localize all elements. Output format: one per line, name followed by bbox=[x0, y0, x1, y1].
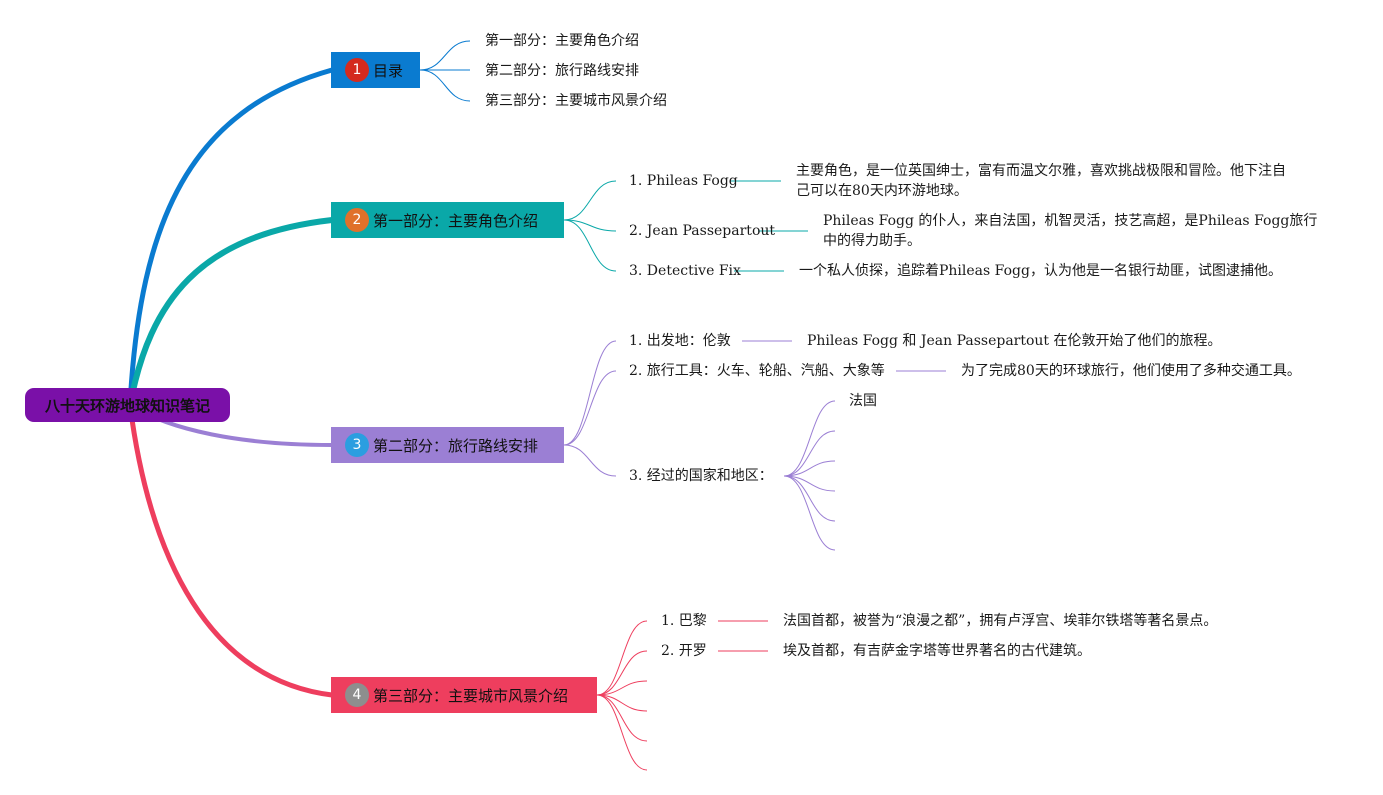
branch-route[interactable]: 3 第二部分：旅行路线安排 bbox=[331, 427, 564, 463]
route-item-1[interactable]: 1. 出发地：伦敦 bbox=[629, 333, 731, 349]
route-desc-2[interactable]: 为了完成80天的环球旅行，他们使用了多种交通工具。 bbox=[961, 363, 1301, 379]
badge-2-icon: 2 bbox=[345, 208, 369, 232]
branch-toc[interactable]: 1 目录 bbox=[331, 52, 420, 88]
toc-item-1[interactable]: 第一部分：主要角色介绍 bbox=[485, 33, 639, 49]
cities-links bbox=[596, 620, 768, 771]
badge-1-icon: 1 bbox=[345, 58, 369, 82]
link-root-cities bbox=[127, 404, 333, 698]
characters-links bbox=[563, 180, 808, 272]
branch-characters[interactable]: 2 第一部分：主要角色介绍 bbox=[331, 202, 564, 238]
toc-item-3[interactable]: 第三部分：主要城市风景介绍 bbox=[485, 93, 667, 109]
branch-cities[interactable]: 4 第三部分：主要城市风景介绍 bbox=[331, 677, 597, 713]
city-name-1[interactable]: 1. 巴黎 bbox=[661, 613, 707, 629]
badge-3-icon: 3 bbox=[345, 433, 369, 457]
country-item-1[interactable]: 法国 bbox=[849, 393, 877, 409]
city-name-2[interactable]: 2. 开罗 bbox=[661, 643, 707, 659]
link-root-characters bbox=[127, 217, 333, 406]
root-node[interactable]: 八十天环游地球知识笔记 bbox=[25, 388, 230, 422]
link-root-toc bbox=[127, 67, 333, 406]
route-links bbox=[563, 340, 946, 551]
branch-cities-label: 第三部分：主要城市风景介绍 bbox=[373, 686, 569, 705]
toc-links bbox=[419, 40, 471, 102]
route-desc-1[interactable]: Phileas Fogg 和 Jean Passepartout 在伦敦开始了他… bbox=[807, 333, 1222, 349]
character-desc-2[interactable]: Phileas Fogg 的仆人，来自法国，机智灵活，技艺高超，是Phileas… bbox=[823, 213, 1318, 249]
route-item-3[interactable]: 3. 经过的国家和地区： bbox=[629, 468, 773, 484]
city-desc-2[interactable]: 埃及首都，有吉萨金字塔等世界著名的古代建筑。 bbox=[783, 643, 1091, 659]
branch-characters-label: 第一部分：主要角色介绍 bbox=[373, 211, 539, 230]
toc-item-2[interactable]: 第二部分：旅行路线安排 bbox=[485, 63, 639, 79]
character-name-2[interactable]: 2. Jean Passepartout bbox=[629, 223, 776, 239]
badge-4-icon: 4 bbox=[345, 683, 369, 707]
character-desc-1[interactable]: 主要角色，是一位英国绅士，富有而温文尔雅，喜欢挑战极限和冒险。他下注自己可以在8… bbox=[796, 163, 1286, 199]
character-desc-3[interactable]: 一个私人侦探，追踪着Phileas Fogg，认为他是一名银行劫匪，试图逮捕他。 bbox=[799, 263, 1282, 279]
branch-toc-label: 目录 bbox=[373, 61, 404, 80]
character-name-3[interactable]: 3. Detective Fix bbox=[629, 263, 741, 279]
branch-route-label: 第二部分：旅行路线安排 bbox=[373, 436, 539, 455]
city-desc-1[interactable]: 法国首都，被誉为“浪漫之都”，拥有卢浮宫、埃菲尔铁塔等著名景点。 bbox=[783, 613, 1218, 629]
route-item-2[interactable]: 2. 旅行工具：火车、轮船、汽船、大象等 bbox=[629, 363, 885, 379]
character-name-1[interactable]: 1. Phileas Fogg bbox=[629, 173, 738, 189]
